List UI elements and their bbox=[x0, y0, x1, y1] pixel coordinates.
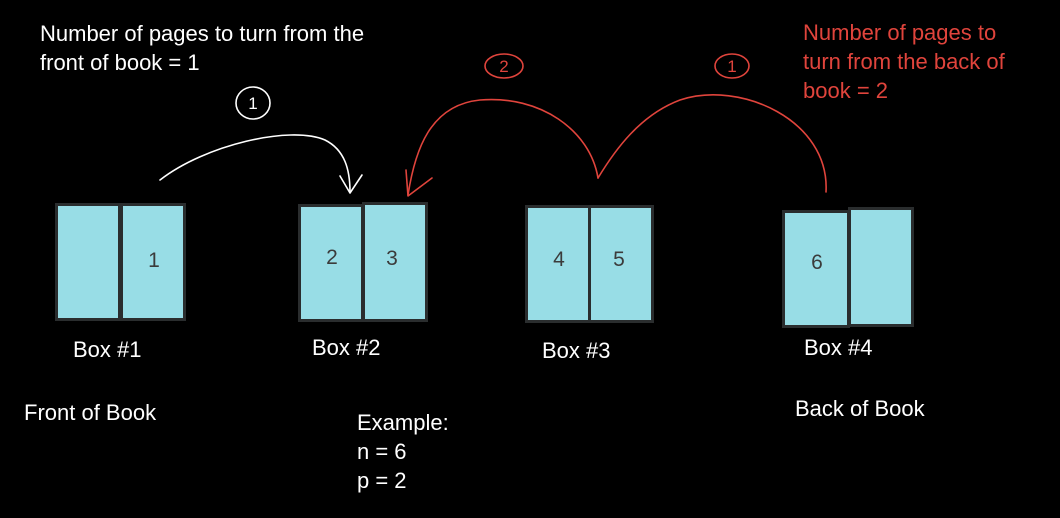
back-annotation-line-1: Number of pages to bbox=[803, 20, 997, 45]
front-turn-arrow bbox=[159, 134, 351, 193]
front-annotation-line-2: front of book = 1 bbox=[40, 50, 200, 75]
back-annotation-line-2: turn from the back of bbox=[803, 49, 1005, 74]
front-annotation-line-1: Number of pages to turn from the bbox=[40, 21, 365, 46]
box-4-left-page: 6 bbox=[782, 210, 850, 328]
example-title: Example: bbox=[357, 410, 449, 435]
box-1-right-page: 1 bbox=[120, 203, 186, 321]
front-turn-annotation: Number of pages to turn from the front o… bbox=[40, 19, 364, 77]
page-number: 3 bbox=[386, 247, 398, 270]
box-2-left-page: 2 bbox=[298, 204, 364, 322]
page-number: 2 bbox=[326, 246, 338, 269]
box-2-label: Box #2 bbox=[312, 335, 381, 360]
back-step-two-number: 2 bbox=[499, 57, 508, 76]
back-turn-annotation: Number of pages to turn from the back of… bbox=[803, 18, 1005, 105]
back-arrow-head bbox=[405, 169, 433, 197]
box-4-right-page bbox=[848, 207, 914, 327]
box-4-label: Box #4 bbox=[804, 335, 873, 360]
page-number: 5 bbox=[613, 248, 625, 271]
box-2-right-page: 3 bbox=[362, 202, 428, 322]
box-1-label: Box #1 bbox=[73, 337, 142, 362]
front-step-circle bbox=[235, 86, 271, 120]
example-n-value: n = 6 bbox=[357, 439, 407, 464]
back-annotation-line-3: book = 2 bbox=[803, 78, 889, 103]
box-3-label: Box #3 bbox=[542, 338, 611, 363]
front-step-number: 1 bbox=[248, 94, 257, 113]
page-number: 1 bbox=[148, 249, 160, 272]
page-number: 6 bbox=[811, 251, 823, 274]
back-step-one-number: 1 bbox=[727, 57, 736, 76]
box-1-left-page bbox=[55, 203, 121, 321]
back-of-book-label: Back of Book bbox=[795, 396, 925, 421]
box-3-right-page: 5 bbox=[588, 205, 654, 323]
back-turn-arrow-2 bbox=[407, 98, 599, 196]
example-p-value: p = 2 bbox=[357, 468, 407, 493]
front-arrow-head bbox=[339, 174, 363, 194]
box-3-left-page: 4 bbox=[525, 205, 591, 323]
page-number: 4 bbox=[553, 248, 565, 271]
front-of-book-label: Front of Book bbox=[24, 400, 157, 425]
back-step-two-circle bbox=[484, 53, 524, 79]
back-turn-arrow-1 bbox=[597, 94, 827, 193]
example-block: Example: n = 6 p = 2 bbox=[357, 408, 449, 495]
back-step-one-circle bbox=[714, 53, 750, 79]
